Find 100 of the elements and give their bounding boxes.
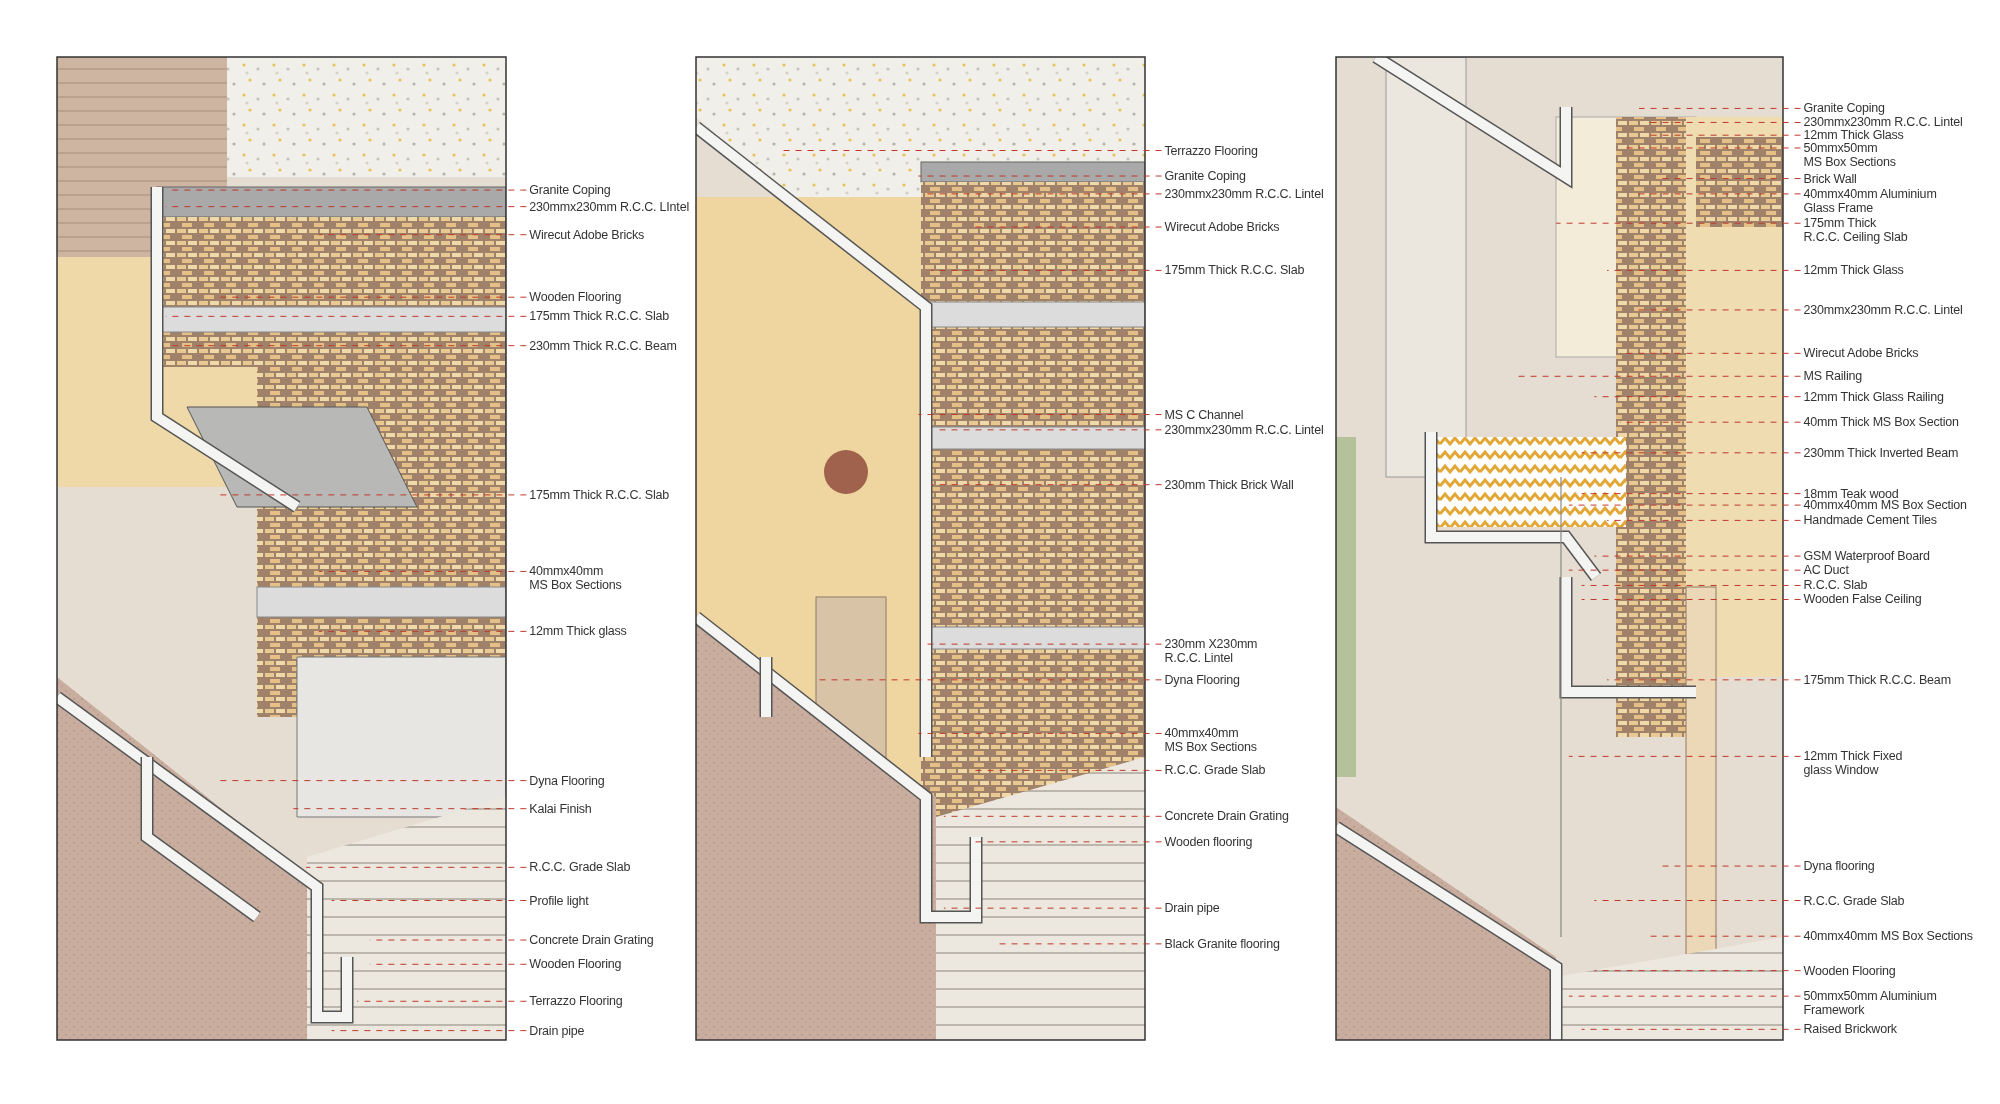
leader-line (1593, 970, 1802, 972)
callout-label: Profile light (529, 893, 589, 908)
callout-label: R.C.C. Grade Slab (1803, 893, 1905, 908)
callout-label: 230mmx230mm R.C.C. Lintel (1803, 302, 1963, 317)
callout-label: R.C.C. Grade Slab (529, 860, 631, 875)
leader-line (1568, 504, 1802, 506)
callout-label: 230mmx230mm R.C.C. LIntel (529, 199, 689, 214)
leader-line (318, 570, 527, 572)
callout-label: 40mm Thick MS Box Section (1803, 415, 1959, 430)
callout-label: 230mm X230mm R.C.C. Lintel (1164, 637, 1258, 666)
callout-label: 230mm Thick Inverted Beam (1803, 445, 1959, 460)
leader-line (1593, 396, 1802, 398)
callout-label: Brick Wall (1803, 171, 1857, 186)
leader-line (331, 1030, 527, 1032)
callout-label: Granite Coping (1164, 169, 1246, 183)
callout-label: Wooden Flooring (529, 290, 622, 305)
leader-line (171, 189, 527, 191)
callout-label: Drain pipe (529, 1023, 585, 1038)
leader-line (968, 841, 1163, 843)
callout-label: 12mm Thick Glass (1803, 263, 1904, 278)
callout-label: 175mm Thick R.C.C. Beam (1803, 672, 1951, 687)
callout-label: Wooden False Ceiling (1803, 592, 1922, 607)
leader-line (1619, 352, 1802, 354)
callout-label: Granite Coping (529, 183, 611, 198)
callout-label: 40mmx40mm Aluminium Glass Frame (1803, 186, 1937, 215)
leader-line (1606, 269, 1802, 271)
callout-label: 230mmx230mm R.C.C. Lintel (1803, 115, 1963, 130)
callout-label: Wooden flooring (1164, 834, 1253, 849)
leader-line (943, 907, 1163, 909)
callout-label: 175mm Thick R.C.C. Ceiling Slab (1803, 216, 1908, 245)
callout-label: 40mmx40mm MS Box Sections (529, 564, 622, 593)
leader-line (1625, 147, 1802, 149)
callout-label: R.C.C. Slab (1803, 578, 1868, 593)
callout-label: 40mmx40mm MS Box Sections (1803, 929, 1973, 944)
leader-line (968, 226, 1163, 228)
leader-line (1581, 1028, 1802, 1030)
leader-line (318, 630, 527, 632)
callout-label: 12mm Thick Glass (1803, 128, 1904, 143)
callout-label: 40mmx40mm MS Box Sections (1164, 726, 1257, 755)
callout-label: Wirecut Adobe Bricks (529, 227, 645, 242)
leader-line (930, 269, 1163, 271)
callout-label: 230mmx230mm R.C.C. Lintel (1164, 422, 1324, 437)
callout-label: Raised Brickwork (1803, 1022, 1897, 1037)
leader-line (943, 815, 1163, 817)
leader-line (937, 429, 1163, 431)
callout-label: 12mm Thick glass (529, 624, 627, 639)
callout-label: 40mmx40mm MS Box Section (1803, 498, 1967, 513)
callout-label: Wooden Flooring (1803, 963, 1896, 978)
leader-line (1581, 452, 1802, 454)
leader-line (930, 484, 1163, 486)
callout-label: Black Granite flooring (1164, 936, 1280, 951)
callout-label: Wirecut Adobe Bricks (1803, 346, 1919, 361)
leader-line (917, 175, 1163, 177)
callout-label: Drain pipe (1164, 901, 1220, 916)
leader-line (917, 414, 1163, 416)
leader-line (1568, 995, 1802, 997)
leader-line (1638, 107, 1802, 109)
callout-label: 175mm Thick R.C.C. Slab (529, 309, 669, 324)
leader-line (1606, 679, 1802, 681)
leader-line (1619, 421, 1802, 423)
leader-line (171, 345, 527, 347)
leader-line (305, 866, 527, 868)
callout-label: 230mm Thick R.C.C. Beam (529, 338, 677, 353)
callout-label: 18mm Teak wood (1803, 486, 1899, 501)
callout-label: R.C.C. Grade Slab (1164, 763, 1266, 778)
callout-label: 230mmx230mm R.C.C. Lintel (1164, 186, 1324, 201)
callout-label: 175mm Thick R.C.C. Slab (529, 487, 669, 502)
callout-label: 230mm Thick Brick Wall (1164, 477, 1294, 492)
leader-line (1593, 900, 1802, 901)
callout-label: 12mm Thick Fixed glass Window (1803, 749, 1903, 778)
callout-label: Concrete Drain Grating (529, 933, 654, 948)
callout-label: Granite Coping (1803, 101, 1885, 116)
callout-label: 12mm Thick Glass Railing (1803, 389, 1944, 404)
leader-line (1606, 519, 1802, 521)
callout-label: MS Railing (1803, 369, 1862, 384)
leader-line (1593, 555, 1802, 557)
leader-line (1581, 599, 1802, 600)
leader-line (1581, 493, 1802, 495)
callout-label: MS C Channel (1164, 407, 1244, 422)
callout-label: Dyna flooring (1803, 859, 1875, 874)
leader-line (917, 732, 1163, 734)
leader-line (968, 769, 1163, 771)
callout-label: 175mm Thick R.C.C. Slab (1164, 263, 1305, 278)
leader-line (1581, 584, 1802, 586)
callout-label: Terrazzo Flooring (529, 994, 623, 1009)
leader-line (318, 234, 527, 236)
callout-label: Kalai Finish (529, 801, 592, 816)
leader-line (356, 1000, 527, 1002)
callout-label: AC Duct (1803, 563, 1849, 578)
callout-label: 50mmx50mm MS Box Sections (1803, 140, 1896, 169)
callout-label: Dyna Flooring (1164, 672, 1240, 687)
leader-line (1568, 569, 1802, 571)
leader-line (1517, 375, 1802, 377)
leader-line (292, 808, 527, 810)
callout-label: 50mmx50mm Aluminium Framework (1803, 989, 1937, 1018)
callout-label: Wooden Flooring (529, 957, 622, 972)
callout-label: Terrazzo Flooring (1164, 143, 1258, 158)
leader-line (1555, 222, 1802, 224)
callout-label: GSM Waterproof Board (1803, 549, 1930, 564)
leader-line (331, 900, 527, 901)
